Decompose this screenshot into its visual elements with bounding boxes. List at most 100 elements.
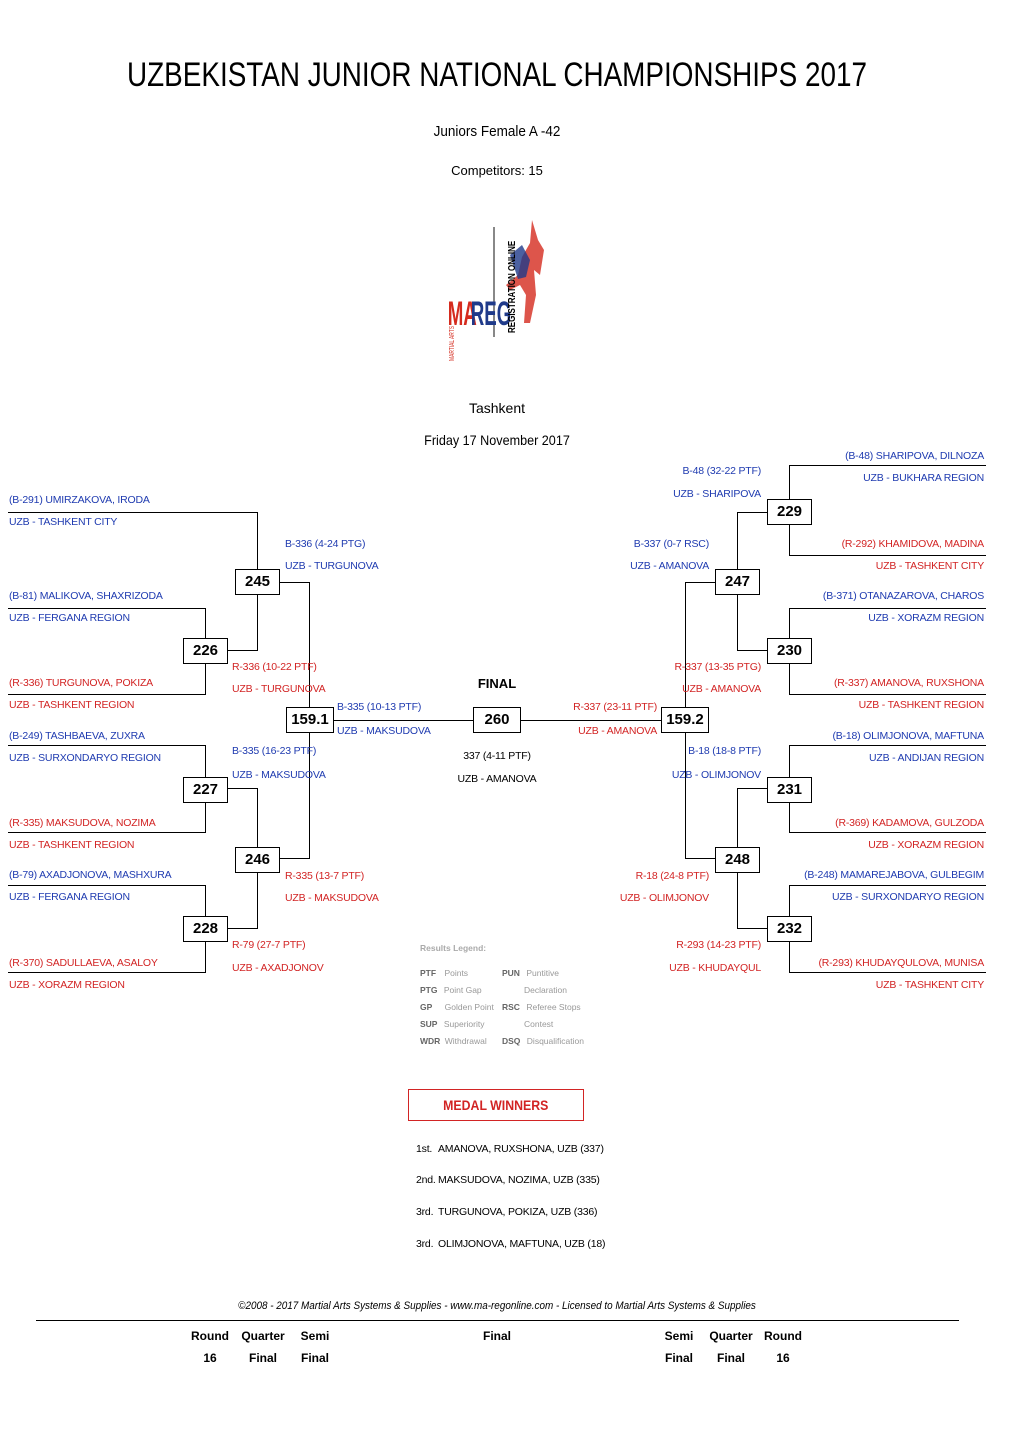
match-winner: UZB - OLIMJONOV (619, 892, 709, 904)
event-city: Tashkent (468, 400, 526, 416)
match-box-245: 245 (235, 569, 280, 595)
match-number: 229 (776, 503, 803, 520)
competitor-name: (R-293) KHUDAYQULOVA, MUNISA (818, 957, 984, 969)
medal-place: 3rd. (416, 1238, 434, 1250)
match-score: R-18 (24-8 PTF) (635, 870, 710, 882)
footer-col-label: Final (248, 1351, 278, 1365)
competitor-name: (R-292) KHAMIDOVA, MADINA (841, 538, 985, 550)
medal-place: 1st. (416, 1143, 433, 1155)
competitor-name: (R-370) SADULLAEVA, ASALOY (9, 957, 158, 969)
match-number: 260 (484, 711, 510, 728)
match-score: B-335 (16-23 PTF) (232, 745, 317, 757)
footer-col-label: Final (664, 1351, 694, 1365)
competitor-club: UZB - SURXONDARYO REGION (9, 752, 161, 764)
competitor-name: (B-291) UMIRZAKOVA, IRODA (9, 494, 150, 506)
match-number: 159.2 (666, 711, 704, 728)
match-winner: UZB - AMANOVA (630, 560, 709, 572)
match-number: 227 (192, 781, 219, 798)
match-box-246: 246 (235, 847, 280, 873)
match-score: B-336 (4-24 PTG) (285, 538, 366, 550)
competitor-name: (B-248) MAMAREJABOVA, GULBEGIM (804, 869, 984, 881)
match-number: 159.1 (291, 711, 329, 728)
match-score: R-335 (13-7 PTF) (285, 870, 365, 882)
medal-name: OLIMJONOVA, MAFTUNA, UZB (18) (438, 1238, 606, 1250)
match-winner: UZB - AMANOVA (578, 725, 657, 737)
match-winner: UZB - AXADJONOV (232, 962, 324, 974)
match-number: 248 (724, 851, 751, 868)
medal-name: MAKSUDOVA, NOZIMA, UZB (335) (438, 1174, 600, 1186)
footer-divider (36, 1320, 959, 1321)
competitor-count: Competitors: 15 (451, 163, 543, 178)
competitor-name: (R-369) KADAMOVA, GULZODA (835, 817, 984, 829)
footer-col-label: 16 (203, 1351, 217, 1365)
final-label: FINAL (477, 676, 517, 691)
match-winner: UZB - AMANOVA (682, 683, 761, 695)
match-box-final: 260 (473, 707, 521, 733)
match-box-159-2: 159.2 (661, 707, 709, 733)
match-number: 231 (776, 781, 803, 798)
match-box-226: 226 (183, 638, 228, 664)
legend-item: DSQ Disqualification (502, 1036, 584, 1046)
match-score: B-18 (18-8 PTF) (688, 745, 761, 757)
footer-col-label: Final (300, 1351, 330, 1365)
competitor-name: (B-249) TASHBAEVA, ZUXRA (9, 730, 145, 742)
competitor-club: UZB - TASHKENT CITY (9, 516, 118, 528)
match-box-247: 247 (715, 569, 760, 595)
division-title: Juniors Female A -42 (433, 123, 561, 140)
match-number: 246 (244, 851, 271, 868)
medal-winners-title: MEDAL WINNERS (443, 1097, 549, 1113)
medal-winners-box: MEDAL WINNERS (408, 1089, 584, 1121)
legend-item: SUP Superiority (420, 1019, 485, 1029)
final-winner: UZB - AMANOVA (457, 773, 537, 785)
footer-col-label: 16 (776, 1351, 790, 1365)
medal-name: TURGUNOVA, POKIZA, UZB (336) (438, 1206, 598, 1218)
footer-col-label: Round (191, 1329, 229, 1343)
match-winner: UZB - OLIMJONOV (671, 769, 761, 781)
legend-title: Results Legend: (420, 943, 487, 953)
competitor-name: (R-337) AMANOVA, RUXSHONA (833, 677, 984, 689)
logo-sub: MARTIAL ARTS (449, 326, 456, 361)
legend-item: RSC Referee Stops (502, 1002, 581, 1012)
match-score: R-337 (13-35 PTG) (674, 661, 762, 673)
competitor-club: UZB - TASHKENT CITY (875, 979, 984, 991)
final-score: 337 (4-11 PTF) (463, 750, 531, 762)
match-number: 232 (776, 920, 803, 937)
match-box-230: 230 (767, 638, 812, 664)
match-winner: UZB - MAKSUDOVA (232, 769, 326, 781)
logo-ma: MA (448, 294, 477, 332)
competitor-club: UZB - FERGANA REGION (9, 612, 130, 624)
match-box-159-1: 159.1 (286, 707, 334, 733)
match-box-232: 232 (767, 916, 812, 942)
match-score: B-335 (10-13 PTF) (337, 701, 422, 713)
competitor-club: UZB - TASHKENT REGION (9, 839, 135, 851)
competitor-club: UZB - BUKHARA REGION (863, 472, 984, 484)
legend-item: Declaration (524, 985, 567, 995)
match-winner: UZB - MAKSUDOVA (285, 892, 379, 904)
competitor-club: UZB - TASHKENT CITY (875, 560, 984, 572)
competitor-name: (B-79) AXADJONOVA, MASHXURA (9, 869, 172, 881)
match-score: R-336 (10-22 PTF) (232, 661, 317, 673)
match-number: 226 (192, 642, 219, 659)
match-number: 247 (724, 573, 751, 590)
competitor-club: UZB - ANDIJAN REGION (868, 752, 984, 764)
legend-item: Contest (524, 1019, 554, 1029)
match-box-248: 248 (715, 847, 760, 873)
competitor-name: (R-335) MAKSUDOVA, NOZIMA (9, 817, 156, 829)
competitor-name: (B-18) OLIMJONOVA, MAFTUNA (832, 730, 984, 742)
match-box-229: 229 (767, 499, 812, 525)
legend-item: PTF Points (420, 968, 469, 978)
footer-col-label: Quarter (709, 1329, 753, 1343)
match-number: 228 (192, 920, 219, 937)
competitor-name: (B-48) SHARIPOVA, DILNOZA (845, 450, 984, 462)
footer-col-label: Quarter (241, 1329, 285, 1343)
match-winner: UZB - TURGUNOVA (232, 683, 326, 695)
match-score: B-48 (32-22 PTF) (682, 465, 762, 477)
match-score: R-293 (14-23 PTF) (676, 939, 761, 951)
match-number: 230 (776, 642, 803, 659)
footer-col-label: Final (716, 1351, 746, 1365)
match-winner: UZB - TURGUNOVA (285, 560, 379, 572)
logo: MA REG REGISTRATION ONLINE MARTIAL ARTS (440, 215, 555, 365)
competitor-club: UZB - TASHKENT REGION (9, 699, 135, 711)
match-box-227: 227 (183, 777, 228, 803)
match-winner: UZB - MAKSUDOVA (337, 725, 431, 737)
